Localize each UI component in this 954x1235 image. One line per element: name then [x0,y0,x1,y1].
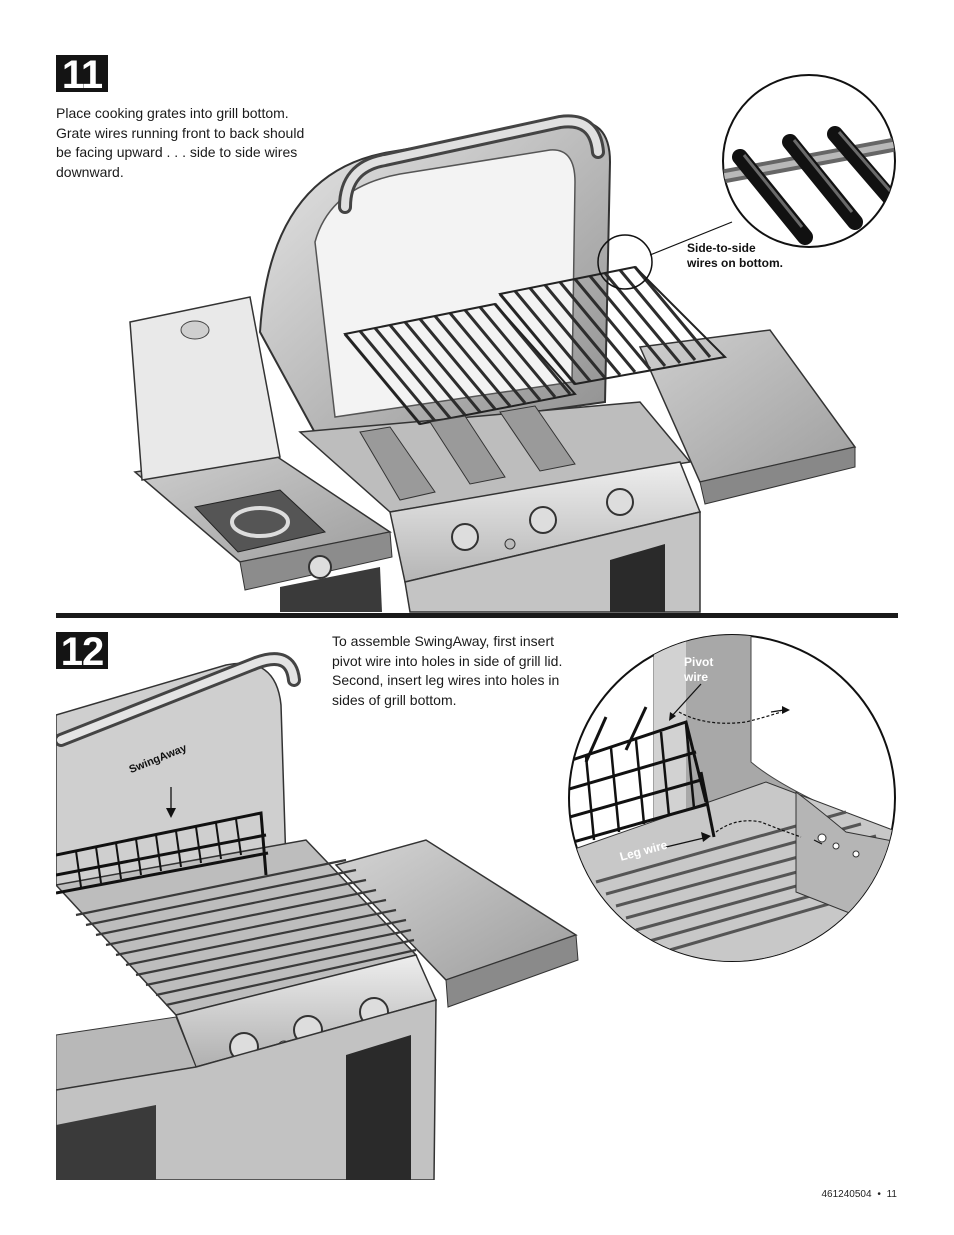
step-11-grill-illustration [129,114,857,613]
step-11-callout-label: Side-to-side wires on bottom. [687,241,783,271]
step-12-line-3: Second, insert leg wires into holes in [332,672,560,688]
step-11-detail-magnifier [722,74,896,248]
step-11-number: 11 [56,55,108,95]
document-number: 461240504 [821,1189,872,1200]
step-11-line-2: Grate wires running front to back should [56,124,305,141]
step-11-line-4: downward. [56,163,124,180]
step-11-line-3: be facing upward . . . side to side wire… [56,144,298,160]
step-12-line-1: To assemble SwingAway, first insert [332,633,555,649]
step-11-line-1: Place cooking grates into grill bottom. [56,105,289,121]
step-divider [56,613,898,618]
step-12-line-2: pivot wire into holes in side of grill l… [332,652,563,669]
step-11-instructions: Place cooking grates into grill bottom. … [56,104,326,182]
step-12-number: 12 [56,632,108,672]
pivot-wire-line-2: wire [684,670,709,684]
step-11-callout-line-2: wires on bottom. [687,256,783,270]
step-11-callout-line-1: Side-to-side [687,241,756,255]
step-12-detail-magnifier [568,634,896,962]
pivot-wire-line-1: Pivot [684,655,714,669]
pivot-wire-label: Pivot wire [684,655,713,685]
footer-separator: • [877,1189,881,1200]
page-number: 11 [886,1189,897,1200]
step-12-instructions: To assemble SwingAway, first insert pivo… [332,632,592,710]
step-12-line-4: sides of grill bottom. [332,691,457,708]
step-12-grill-illustration [56,652,579,1180]
page-footer: 461240504 • 11 [821,1189,897,1200]
